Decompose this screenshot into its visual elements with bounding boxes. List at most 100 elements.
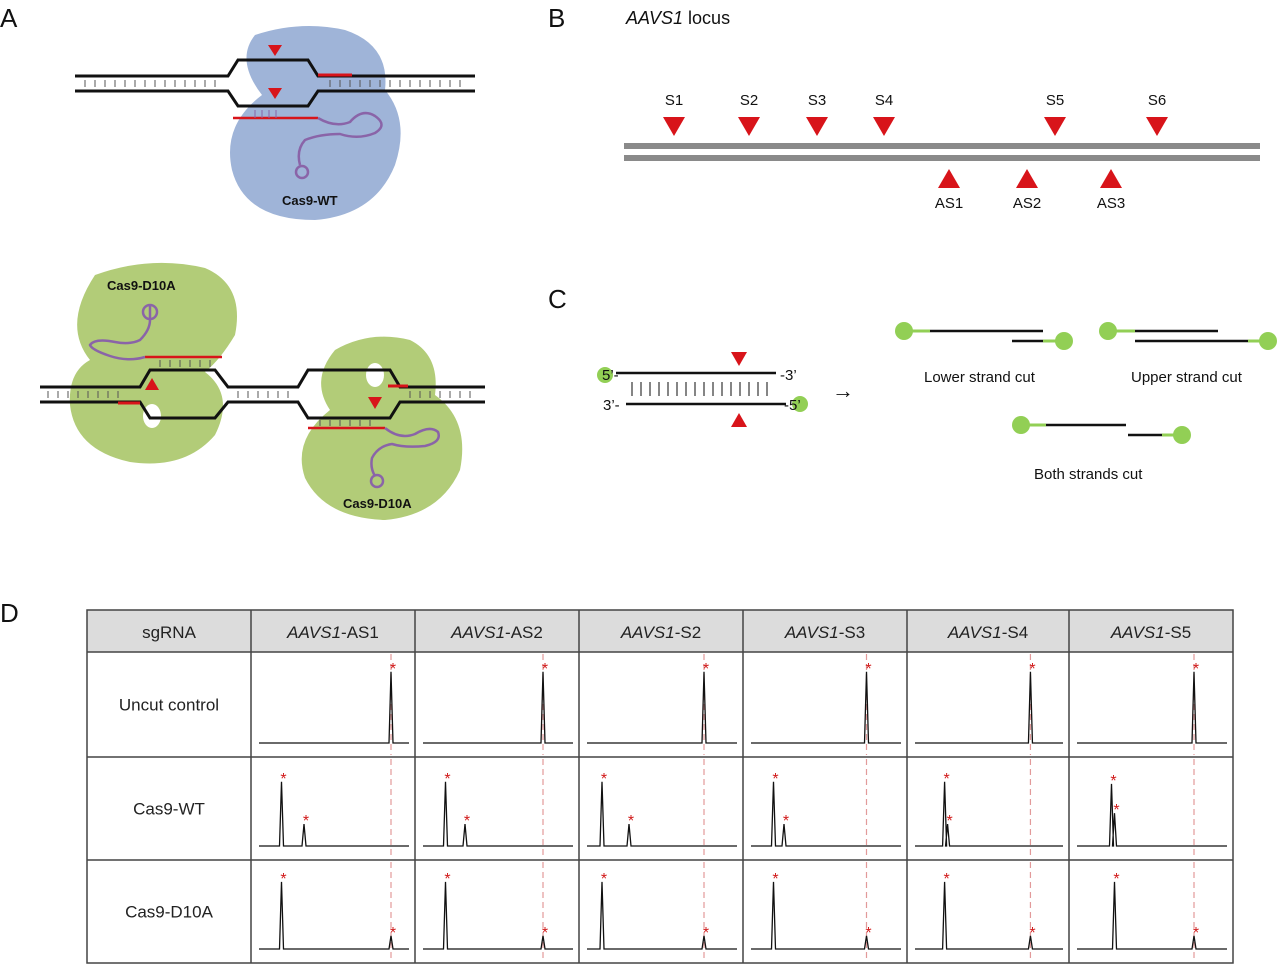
site-as2-marker <box>1016 169 1038 188</box>
lower-strand-cut-product: Lower strand cut <box>895 322 1073 386</box>
process-arrow: → <box>832 378 854 403</box>
peak-star: * <box>280 871 286 888</box>
three-prime-bottom: 3’- <box>603 397 620 414</box>
locus-title: AAVS1 locus <box>625 8 730 28</box>
trace-r0-c4 <box>915 671 1063 744</box>
peak-star: * <box>303 813 309 830</box>
peak-star: * <box>390 925 396 942</box>
peak-star: * <box>390 661 396 678</box>
peak-star: * <box>464 813 470 830</box>
three-prime-top: -3’ <box>780 367 797 384</box>
site-s1-marker <box>663 117 685 136</box>
peak-star: * <box>542 661 548 678</box>
trace-r1-c2 <box>587 781 737 847</box>
header-col-2: AAVS1-S2 <box>620 623 701 642</box>
trace-r2-c0 <box>259 881 409 950</box>
peak-star: * <box>783 813 789 830</box>
peak-star: * <box>1029 661 1035 678</box>
electropherogram-table: sgRNA AAVS1-AS1 AAVS1-AS2 AAVS1-S2 AAVS1-S3… <box>86 609 1234 964</box>
site-s3-marker <box>806 117 828 136</box>
site-as2-label: AS2 <box>1013 195 1041 212</box>
site-s4-marker <box>873 117 895 136</box>
aavs1-locus-diagram: S1 S2 S3 S4 S5 S6 AS1 AS2 AS3 <box>624 92 1260 212</box>
peak-star: * <box>703 925 709 942</box>
peak-star: * <box>628 813 634 830</box>
trace-r1-c3 <box>751 781 901 847</box>
trace-r1-c1 <box>423 781 573 847</box>
site-s5-label: S5 <box>1046 92 1064 109</box>
trace-r2-c4 <box>915 881 1063 950</box>
cas9-d10a-diagram: Cas9-D10A Cas9-D10A <box>40 262 485 520</box>
peak-star: * <box>772 771 778 788</box>
reporter-substrate: 5’- -3’ 3’- -5’ <box>597 352 808 427</box>
trace-r0-c0 <box>259 671 409 744</box>
peak-star: * <box>601 871 607 888</box>
site-as1-marker <box>938 169 960 188</box>
panel-letter-d: D <box>0 598 19 628</box>
site-as3-marker <box>1100 169 1122 188</box>
row-label-1: Cas9-WT <box>133 800 205 819</box>
peak-star: * <box>1113 871 1119 888</box>
upper-strand-cut-product: Upper strand cut <box>1099 322 1277 386</box>
trace-r1-c5 <box>1077 783 1227 847</box>
peak-star: * <box>865 925 871 942</box>
peak-star: * <box>943 771 949 788</box>
trace-r2-c1 <box>423 881 573 950</box>
upper-strand-cut-label: Upper strand cut <box>1131 369 1243 386</box>
header-sgrna: sgRNA <box>142 623 197 642</box>
peak-star: * <box>1113 802 1119 819</box>
site-s3-label: S3 <box>808 92 826 109</box>
header-col-5: AAVS1-S5 <box>1110 623 1191 642</box>
row-label-0: Uncut control <box>119 696 219 715</box>
site-s6-label: S6 <box>1148 92 1166 109</box>
trace-r0-c1 <box>423 671 573 744</box>
cas9-wt-diagram: Cas9-WT <box>75 26 475 220</box>
panel-letter-b: B <box>548 3 565 33</box>
both-strands-cut-product: Both strands cut <box>1012 416 1191 483</box>
panel-letter-a: A <box>0 3 18 33</box>
five-prime-bottom: -5’ <box>784 397 801 414</box>
panel-letter-c: C <box>548 284 567 314</box>
trace-r2-c5 <box>1077 881 1227 950</box>
trace-r1-c0 <box>259 781 409 847</box>
peak-star: * <box>444 771 450 788</box>
peak-star: * <box>772 871 778 888</box>
trace-r2-c3 <box>751 881 901 950</box>
trace-r0-c5 <box>1077 671 1227 744</box>
site-s5-marker <box>1044 117 1066 136</box>
peak-star: * <box>946 813 952 830</box>
peak-star: * <box>865 661 871 678</box>
site-s6-marker <box>1146 117 1168 136</box>
header-col-1: AAVS1-AS2 <box>450 623 543 642</box>
site-s1-label: S1 <box>665 92 683 109</box>
site-as3-label: AS3 <box>1097 195 1125 212</box>
header-col-3: AAVS1-S3 <box>784 623 865 642</box>
trace-r0-c3 <box>751 671 901 744</box>
peak-star: * <box>703 661 709 678</box>
site-s4-label: S4 <box>875 92 893 109</box>
site-as1-label: AS1 <box>935 195 963 212</box>
peak-star: * <box>444 871 450 888</box>
peak-star: * <box>1193 661 1199 678</box>
peak-star: * <box>1110 773 1116 790</box>
site-s2-marker <box>738 117 760 136</box>
header-col-0: AAVS1-AS1 <box>286 623 379 642</box>
peak-star: * <box>1029 925 1035 942</box>
peak-star: * <box>1193 925 1199 942</box>
cas9-wt-label: Cas9-WT <box>282 193 338 208</box>
row-label-2: Cas9-D10A <box>125 903 214 922</box>
trace-r2-c2 <box>587 881 737 950</box>
cas9-d10a-label-2: Cas9-D10A <box>343 496 412 511</box>
peak-star: * <box>601 771 607 788</box>
peak-star: * <box>943 871 949 888</box>
trace-r1-c4 <box>915 781 1063 847</box>
peak-star: * <box>280 771 286 788</box>
lower-strand-cut-label: Lower strand cut <box>924 369 1036 386</box>
both-strands-cut-label: Both strands cut <box>1034 466 1143 483</box>
cas9-d10a-label-1: Cas9-D10A <box>107 278 176 293</box>
header-col-4: AAVS1-S4 <box>947 623 1028 642</box>
trace-r0-c2 <box>587 671 737 744</box>
site-s2-label: S2 <box>740 92 758 109</box>
peak-star: * <box>542 925 548 942</box>
five-prime-top: 5’- <box>602 367 619 384</box>
